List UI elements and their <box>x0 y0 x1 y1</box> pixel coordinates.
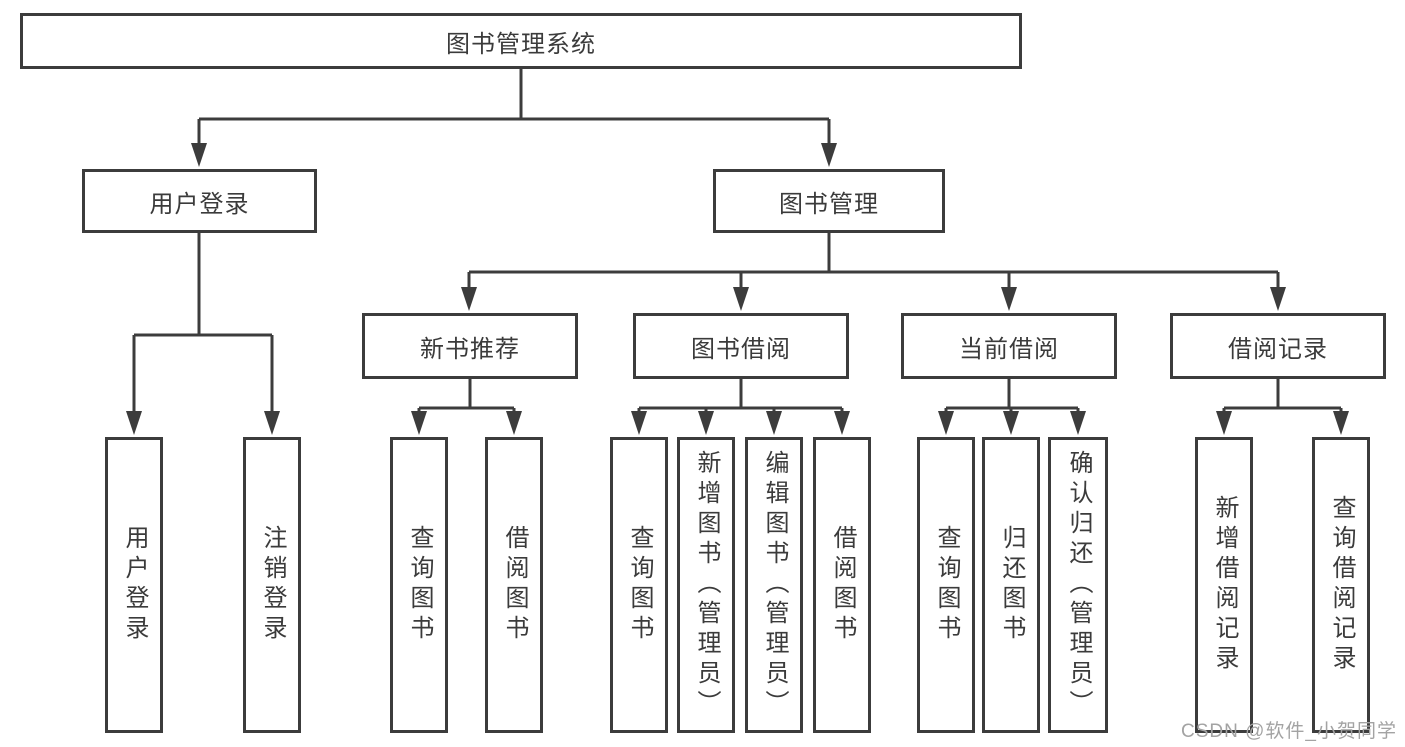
node-leaf-confirm-return-admin: 确认归还（管理员） <box>1048 437 1108 733</box>
arrowhead-icons <box>126 143 1349 435</box>
leaf-label: 查询借阅记录 <box>1328 495 1355 675</box>
node-leaf-query-books-recommend: 查询图书 <box>390 437 448 733</box>
node-leaf-borrow-books-recommend: 借阅图书 <box>485 437 543 733</box>
leaf-label: 编辑图书（管理员） <box>761 450 788 720</box>
node-leaf-return-books: 归还图书 <box>982 437 1040 733</box>
leaf-label: 用户登录 <box>121 525 148 645</box>
node-new-book-recommend: 新书推荐 <box>362 313 578 379</box>
node-borrowing-records: 借阅记录 <box>1170 313 1386 379</box>
node-leaf-add-borrow-record: 新增借阅记录 <box>1195 437 1253 733</box>
leaf-label: 归还图书 <box>998 525 1025 645</box>
node-leaf-borrow-books: 借阅图书 <box>813 437 871 733</box>
node-book-management: 图书管理 <box>713 169 945 233</box>
node-leaf-query-books-current: 查询图书 <box>917 437 975 733</box>
leaf-label: 借阅图书 <box>829 525 856 645</box>
node-leaf-query-borrow-record: 查询借阅记录 <box>1312 437 1370 733</box>
node-library-system: 图书管理系统 <box>20 13 1022 69</box>
node-leaf-query-books-borrowing: 查询图书 <box>610 437 668 733</box>
node-leaf-user-login: 用户登录 <box>105 437 163 733</box>
node-current-borrowing: 当前借阅 <box>901 313 1117 379</box>
node-book-borrowing: 图书借阅 <box>633 313 849 379</box>
leaf-label: 确认归还（管理员） <box>1065 450 1092 720</box>
leaf-label: 查询图书 <box>626 525 653 645</box>
leaf-label: 查询图书 <box>933 525 960 645</box>
node-leaf-add-books-admin: 新增图书（管理员） <box>677 437 735 733</box>
leaf-label: 新增借阅记录 <box>1211 495 1238 675</box>
leaf-label: 新增图书（管理员） <box>693 450 720 720</box>
node-leaf-logout: 注销登录 <box>243 437 301 733</box>
node-leaf-edit-books-admin: 编辑图书（管理员） <box>745 437 803 733</box>
leaf-label: 查询图书 <box>406 525 433 645</box>
node-user-login: 用户登录 <box>82 169 317 233</box>
leaf-label: 注销登录 <box>259 525 286 645</box>
csdn-watermark: CSDN @软件_小贺同学 <box>1181 721 1397 742</box>
connector-strokes <box>132 69 1343 424</box>
leaf-label: 借阅图书 <box>501 525 528 645</box>
